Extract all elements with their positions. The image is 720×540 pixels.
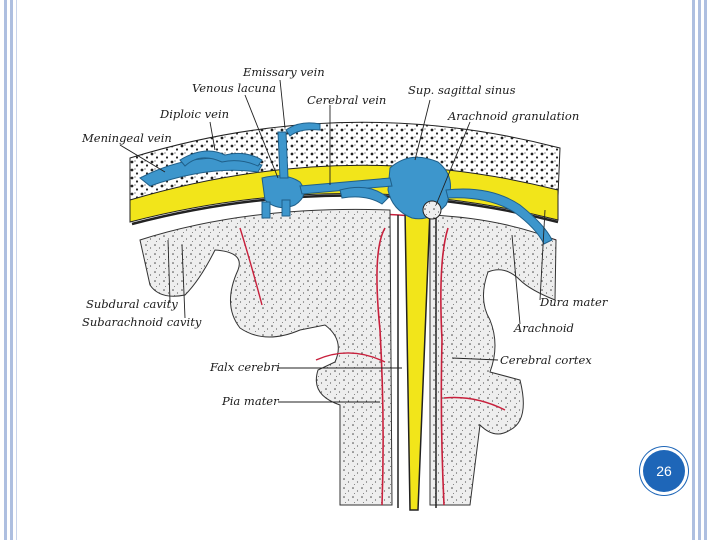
falx-cerebri [405, 210, 430, 510]
label-emissary-vein: Emissary vein [242, 65, 325, 79]
left-hemisphere [140, 209, 392, 505]
label-subdural-cavity: Subdural cavity [86, 297, 178, 311]
emissary-vein [278, 132, 288, 178]
label-arachnoid-granulation: Arachnoid granulation [447, 109, 579, 123]
label-meningeal-vein: Meningeal vein [81, 131, 172, 145]
label-venous-lacuna: Venous lacuna [192, 81, 276, 95]
label-cerebral-cortex: Cerebral cortex [500, 353, 592, 367]
page-number-badge: 26 [643, 450, 685, 492]
label-subarachnoid-cavity: Subarachnoid cavity [82, 315, 202, 329]
label-cerebral-vein: Cerebral vein [307, 93, 386, 107]
label-arachnoid: Arachnoid [513, 321, 574, 335]
label-pia-mater: Pia mater [221, 394, 280, 408]
label-diploic-vein: Diploic vein [159, 107, 229, 121]
label-sup-sagittal-sinus: Sup. sagittal sinus [408, 83, 516, 97]
label-dura-mater: Dura mater [539, 295, 609, 309]
arachnoid-granulation [423, 201, 441, 219]
label-falx-cerebri: Falx cerebri [209, 360, 280, 374]
